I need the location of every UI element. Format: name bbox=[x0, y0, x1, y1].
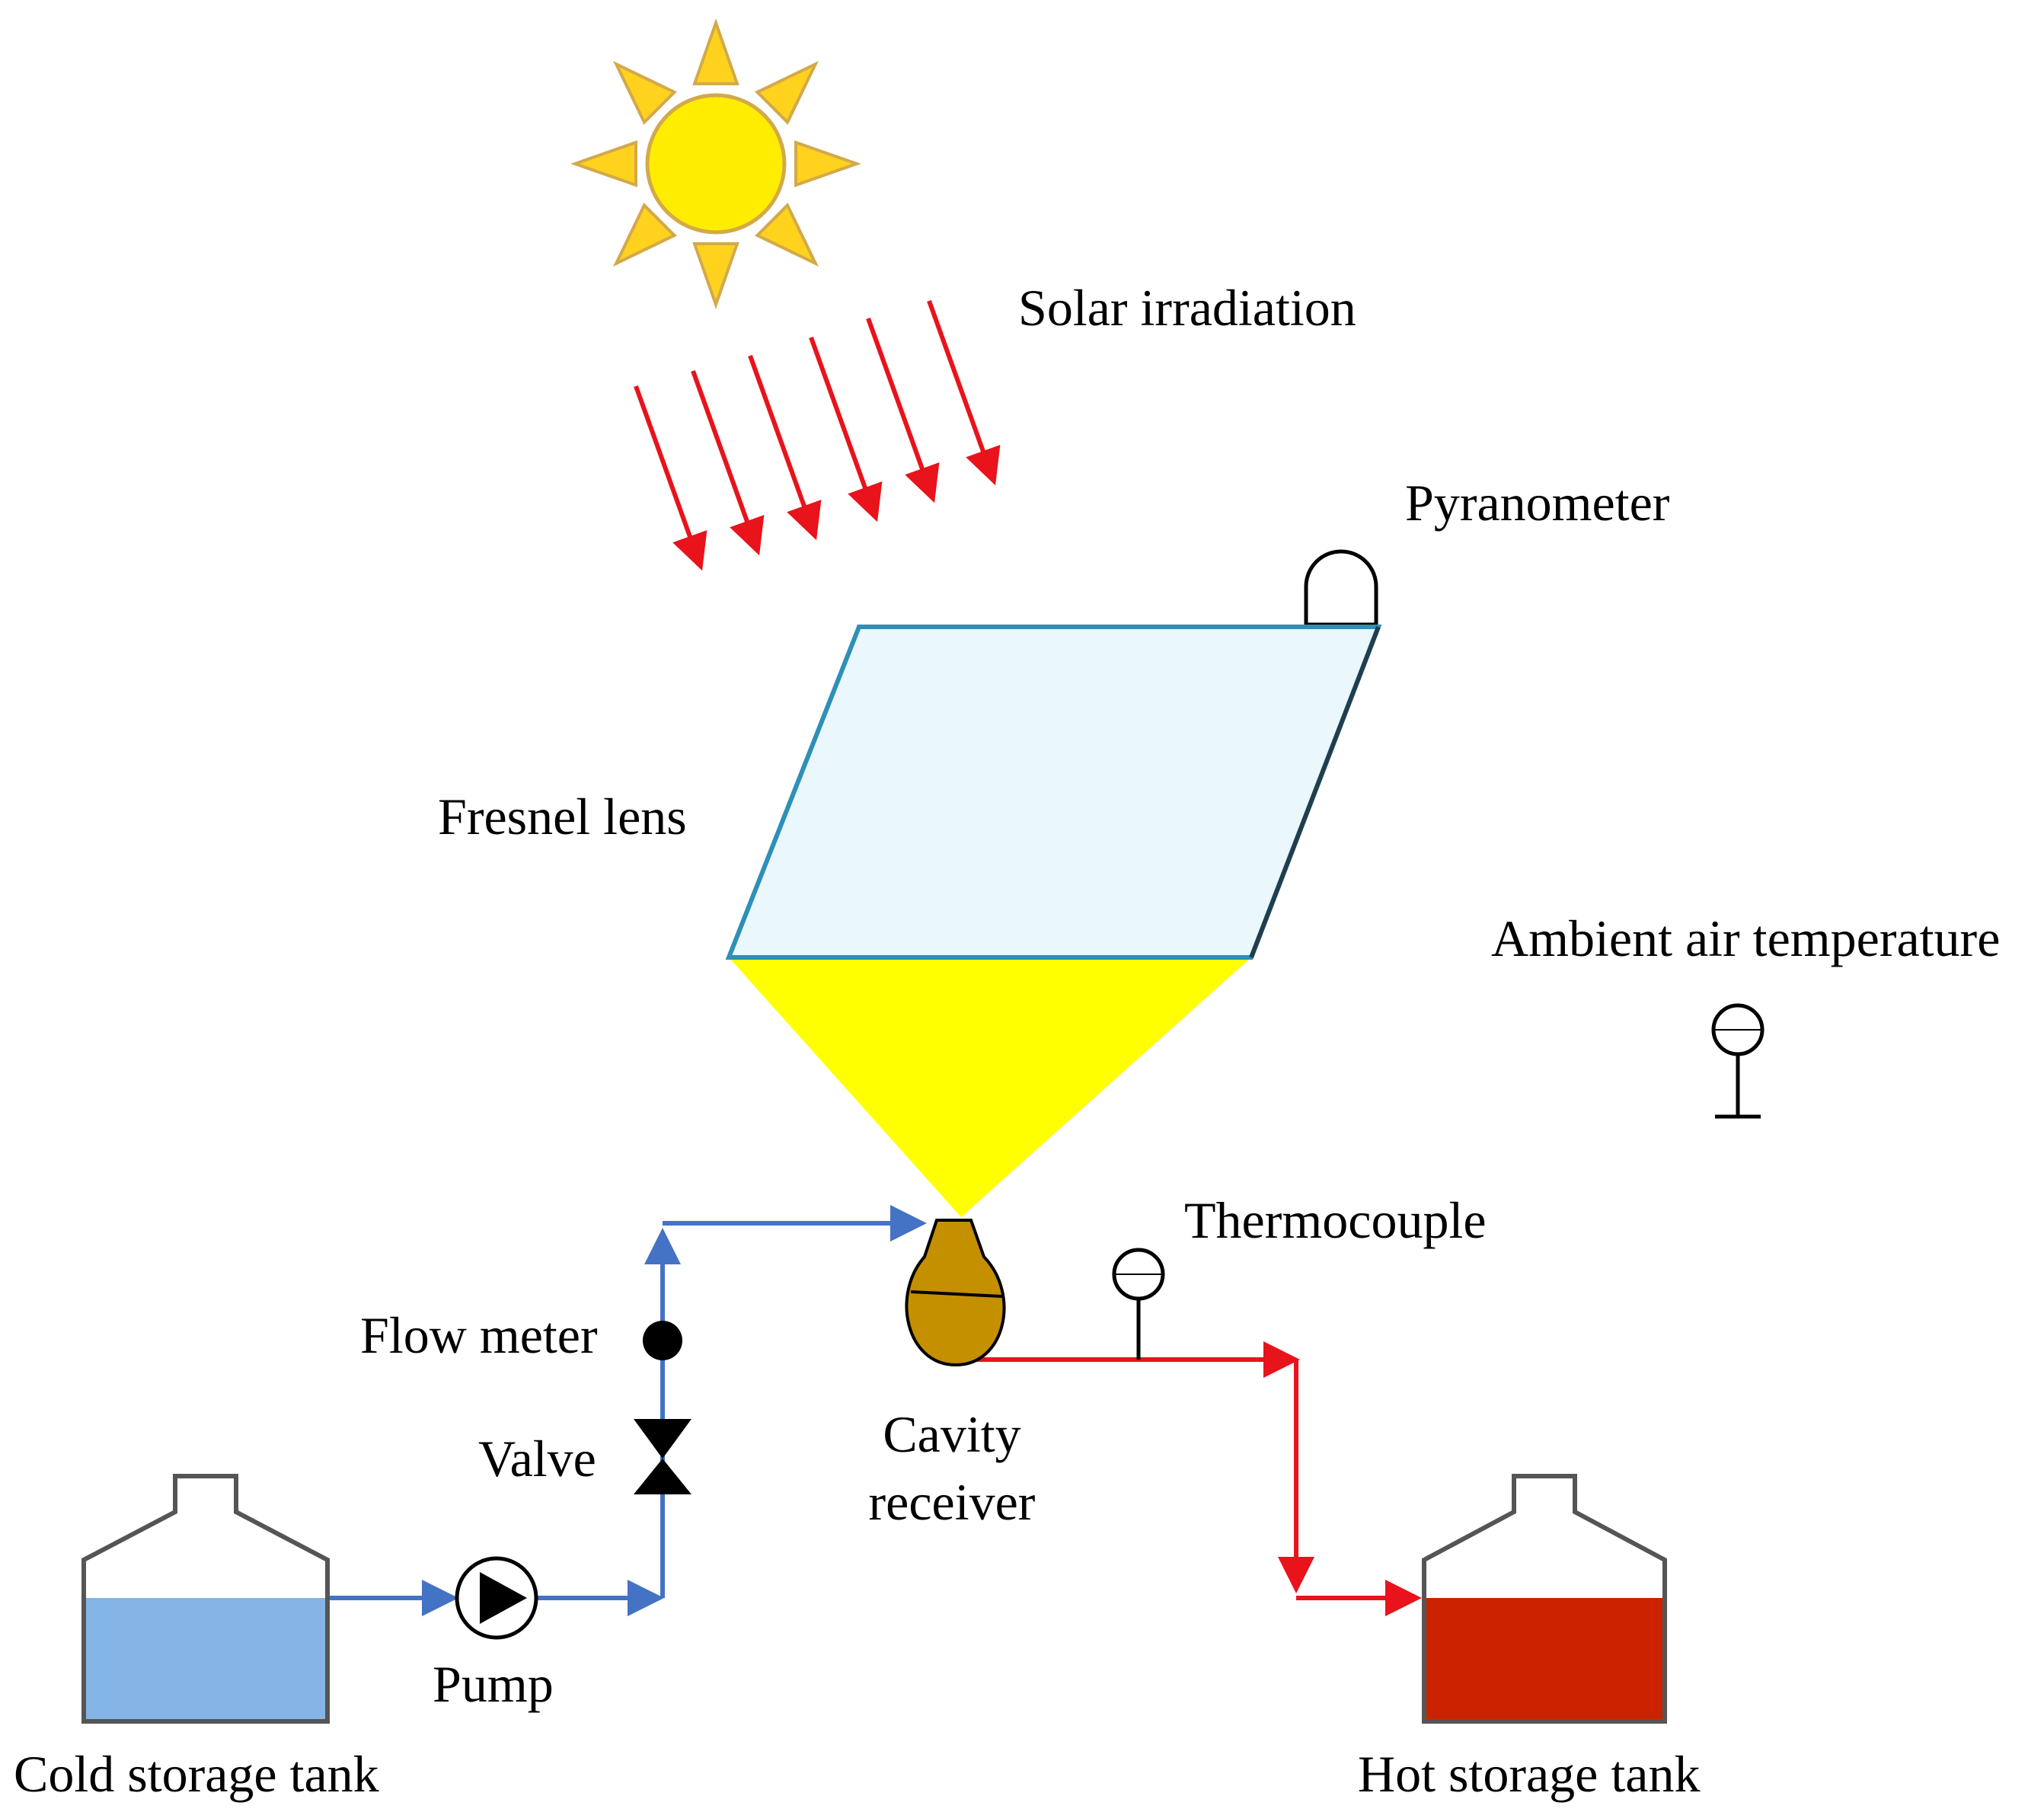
focus-cone bbox=[729, 957, 1251, 1217]
valve-icon bbox=[634, 1419, 691, 1494]
thermocouple-label: Thermocouple bbox=[1184, 1191, 1487, 1249]
cold-pipe bbox=[329, 1205, 927, 1616]
thermocouple-icon bbox=[1112, 1248, 1165, 1360]
fresnel-lens bbox=[725, 625, 1382, 960]
fresnel-lens-label: Fresnel lens bbox=[438, 788, 687, 845]
valve-label: Valve bbox=[478, 1430, 596, 1488]
hot-pipe bbox=[971, 1341, 1422, 1616]
cavity-receiver-icon bbox=[905, 1219, 1006, 1367]
pyranometer-icon bbox=[1304, 549, 1378, 627]
cavity-receiver-label-line1: Cavity bbox=[883, 1405, 1020, 1463]
solar-irradiation-arrows bbox=[634, 299, 1001, 571]
pump-label: Pump bbox=[433, 1655, 554, 1713]
hot-tank-icon bbox=[1422, 1474, 1667, 1724]
flow-meter-label: Flow meter bbox=[360, 1306, 598, 1364]
sun-icon bbox=[570, 18, 862, 310]
cold-storage-tank-label: Cold storage tank bbox=[14, 1745, 379, 1803]
pump-icon bbox=[455, 1556, 538, 1640]
solar-irradiation-label: Solar irradiation bbox=[1018, 279, 1356, 337]
pyranometer-label: Pyranometer bbox=[1405, 474, 1670, 532]
cold-tank-icon bbox=[81, 1474, 330, 1724]
hot-storage-tank-label: Hot storage tank bbox=[1358, 1745, 1700, 1803]
thermometer-icon bbox=[1711, 1003, 1765, 1119]
ambient-air-temperature-label: Ambient air temperature bbox=[1491, 909, 2000, 967]
cavity-receiver-label-line2: receiver bbox=[869, 1473, 1036, 1531]
flow-meter-icon bbox=[643, 1321, 682, 1360]
